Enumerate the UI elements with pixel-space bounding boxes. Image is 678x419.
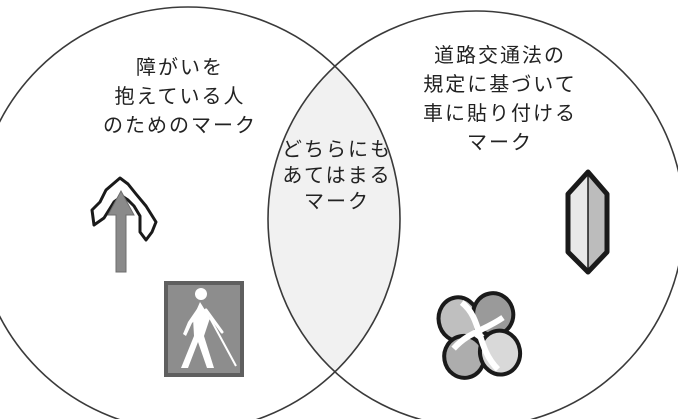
intersection-label-line: あてはまる	[282, 163, 392, 187]
right-set-label-line: 道路交通法の	[434, 43, 566, 67]
right-set-label-line: 車に貼り付ける	[423, 101, 577, 125]
blind-person-mark	[164, 281, 244, 377]
right-set-label-line: 規定に基づいて	[423, 72, 577, 96]
senior-driver-mark	[436, 291, 523, 380]
intersection-label: どちらにも あてはまる マーク	[272, 136, 402, 214]
left-set-label-line: 抱えている人	[114, 84, 246, 108]
right-set-circle	[267, 10, 678, 419]
left-set-label-line: のためのマーク	[103, 113, 257, 137]
right-set-label-line: マーク	[467, 130, 533, 154]
beginner-driver-mark	[565, 169, 610, 275]
intersection-label-line: マーク	[304, 189, 370, 213]
left-set-label-line: 障がいを	[136, 55, 224, 79]
intersection-label-line: どちらにも	[282, 137, 392, 161]
left-set-circle	[0, 6, 401, 419]
right-set-label: 道路交通法の 規定に基づいて 車に貼り付ける マーク	[400, 41, 600, 157]
left-set-label: 障がいを 抱えている人 のためのマーク	[70, 53, 290, 140]
helping-hand-arrow-mark	[90, 176, 158, 273]
